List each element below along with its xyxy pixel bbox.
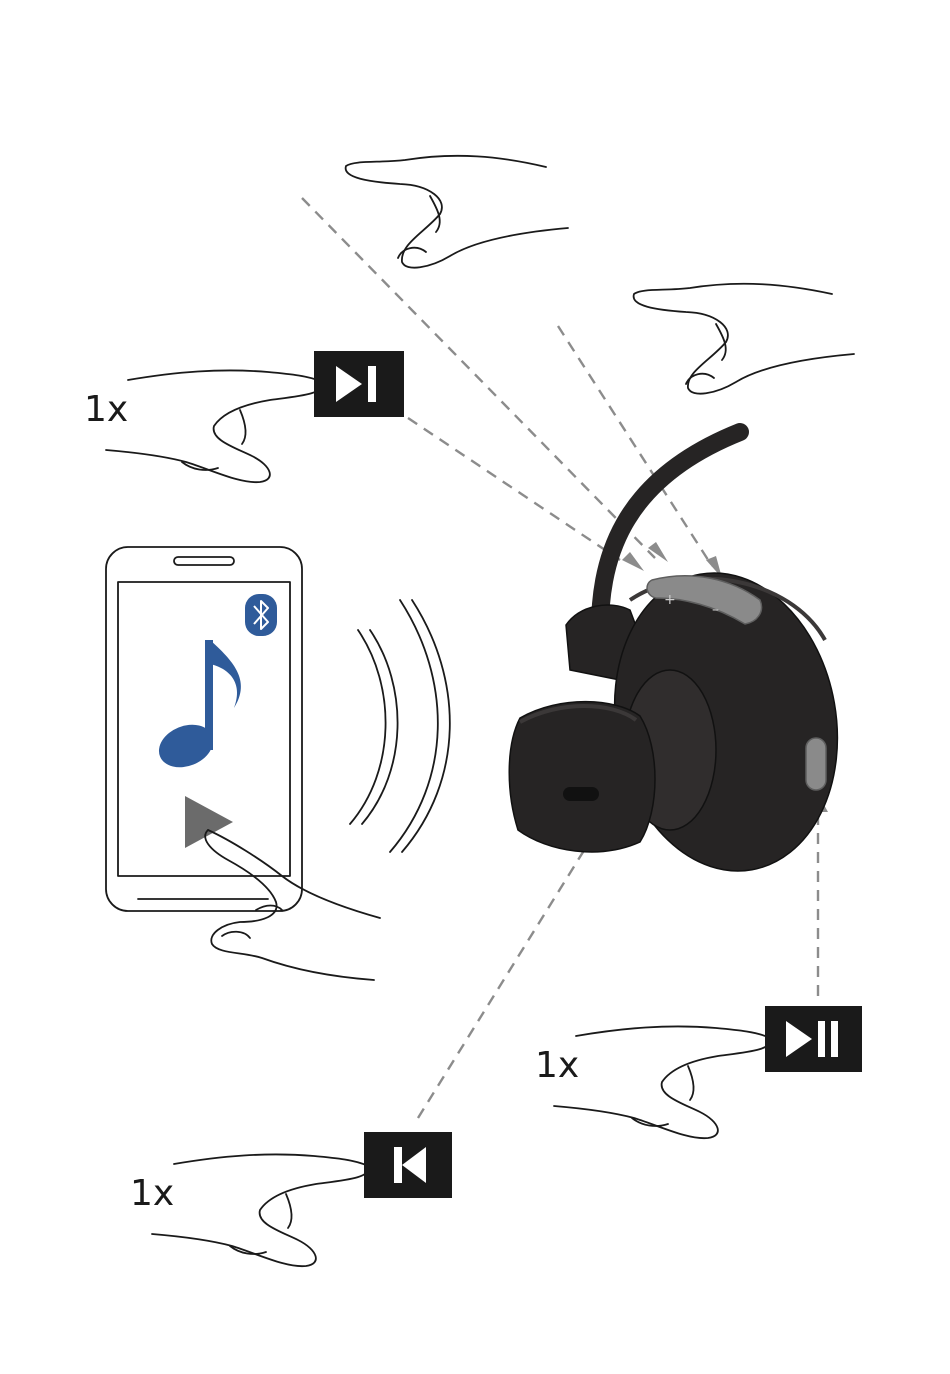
bluetooth-icon <box>245 594 277 636</box>
next-track-press-count: 1x <box>84 392 128 428</box>
volume-up-mark: + <box>664 592 676 608</box>
arrowhead-volume-up <box>648 542 668 562</box>
arrowhead-next-track <box>622 552 644 571</box>
play-pause-press-count: 1x <box>535 1048 579 1084</box>
headset-earbud <box>509 702 655 852</box>
phone-speaker <box>174 557 234 565</box>
previous-track-icon[interactable] <box>364 1132 452 1198</box>
play-pause-icon[interactable] <box>765 1006 862 1072</box>
hand-next-track <box>106 370 322 482</box>
hand-volume-down <box>634 284 854 394</box>
signal-waves <box>350 600 450 852</box>
play-pause-side-button[interactable] <box>806 738 826 790</box>
headset-earbud-port <box>563 787 599 801</box>
hand-tapping-phone <box>205 830 380 980</box>
signal-wave-outer-right <box>402 600 450 852</box>
hand-previous-track <box>152 1154 368 1266</box>
play-icon[interactable] <box>185 796 233 848</box>
hand-volume-up <box>346 156 568 268</box>
smartphone <box>106 547 302 911</box>
guide-line-volume-down <box>558 326 712 566</box>
previous-track-press-count: 1x <box>130 1176 174 1212</box>
music-note-icon <box>153 640 241 775</box>
hand-play-pause <box>554 1026 770 1138</box>
next-track-icon[interactable] <box>314 351 404 417</box>
volume-down-mark: – <box>712 602 719 618</box>
bluetooth-headset: + – <box>509 432 860 889</box>
